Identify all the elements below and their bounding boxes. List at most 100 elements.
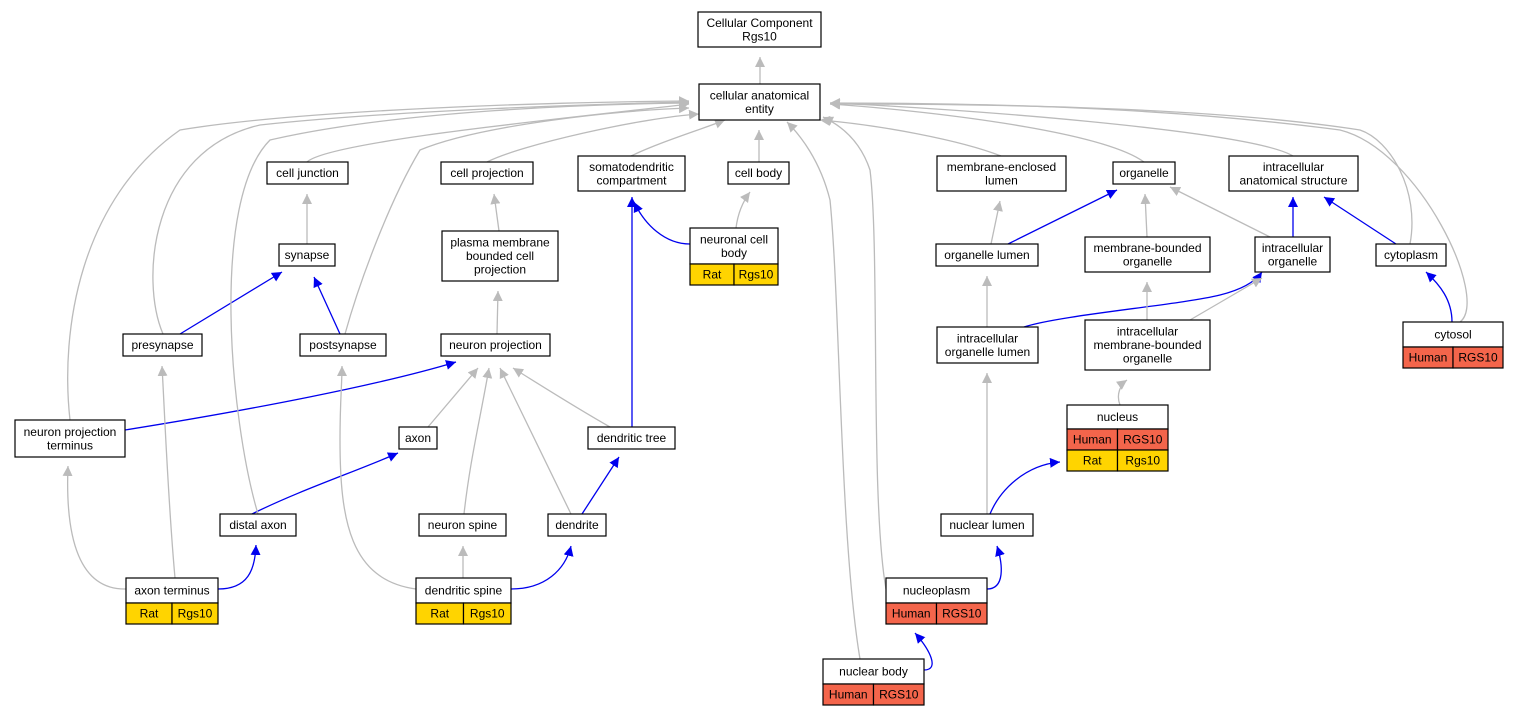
gene-cell bbox=[1116, 449, 1169, 472]
node-label: Cellular Component bbox=[706, 16, 813, 30]
edge-postsynapse-to-synapse bbox=[313, 276, 341, 335]
node-box bbox=[822, 658, 925, 685]
node-label: presynapse bbox=[131, 338, 193, 352]
gene-cell bbox=[935, 602, 988, 625]
node-box bbox=[415, 577, 512, 604]
node-box bbox=[698, 83, 821, 121]
node-label: bounded cell bbox=[466, 249, 534, 263]
node-box bbox=[1112, 161, 1176, 185]
species-label: Human bbox=[1073, 433, 1112, 447]
species-label: Rat bbox=[1083, 454, 1102, 468]
node-organelle-lumen[interactable]: organelle lumen bbox=[935, 243, 1039, 267]
node-box bbox=[440, 161, 534, 185]
edge-distal-axon-to-cae bbox=[230, 98, 690, 515]
edge-dendrite-to-neuron-projection bbox=[499, 367, 572, 515]
node-box bbox=[935, 243, 1039, 267]
node-axon[interactable]: axon bbox=[398, 426, 438, 450]
node-label: cell junction bbox=[276, 166, 339, 180]
node-label: dendritic spine bbox=[425, 584, 503, 598]
node-organelle[interactable]: organelle bbox=[1112, 161, 1176, 185]
edge-neuron-projection-terminus-to-cae bbox=[67, 96, 690, 421]
node-box bbox=[418, 513, 507, 537]
edge-organelle-lumen-to-organelle bbox=[1007, 189, 1118, 245]
edge-cytosol-to-cytoplasm bbox=[1425, 271, 1453, 323]
node-postsynapse[interactable]: postsynapse bbox=[299, 333, 387, 357]
gene-cell bbox=[1452, 346, 1504, 369]
gene-label: RGS10 bbox=[1123, 433, 1163, 447]
node-label: organelle bbox=[1123, 352, 1173, 366]
node-label: axon bbox=[405, 431, 431, 445]
edge-axon-to-neuron-projection bbox=[427, 367, 479, 428]
node-label: anatomical structure bbox=[1239, 173, 1347, 187]
node-nuclear-lumen[interactable]: nuclear lumen bbox=[940, 513, 1034, 537]
node-synapse[interactable]: synapse bbox=[278, 243, 336, 267]
edge-membrane-bounded-organelle-to-organelle bbox=[1140, 193, 1151, 238]
gene-label: RGS10 bbox=[879, 688, 919, 702]
node-label: distal axon bbox=[229, 518, 286, 532]
node-label: nuclear lumen bbox=[949, 518, 1024, 532]
node-label: neuron projection bbox=[449, 338, 542, 352]
node-box bbox=[1066, 404, 1169, 430]
node-label: intracellular bbox=[1117, 325, 1178, 339]
edge-cytoplasm-to-cae bbox=[829, 99, 1413, 245]
node-cytoplasm[interactable]: cytoplasm bbox=[1375, 243, 1447, 267]
node-box bbox=[1402, 321, 1504, 348]
node-label: cell body bbox=[735, 166, 782, 180]
node-box bbox=[219, 513, 297, 537]
node-label: neuronal cell bbox=[700, 232, 768, 246]
node-cell-body[interactable]: cell body bbox=[727, 161, 790, 185]
node-distal-axon[interactable]: distal axon bbox=[219, 513, 297, 537]
edge-somatodendritic-to-cae bbox=[630, 119, 726, 157]
node-box bbox=[697, 11, 822, 48]
node-cell-projection[interactable]: cell projection bbox=[440, 161, 534, 185]
node-label: somatodendritic bbox=[589, 160, 674, 174]
edge-intracellular-mb-organelle-to-intracellular-organelle bbox=[1189, 277, 1263, 321]
node-label: cytoplasm bbox=[1384, 248, 1438, 262]
node-label: Rgs10 bbox=[742, 29, 777, 43]
gene-label: RGS10 bbox=[1458, 351, 1498, 365]
node-dendritic-tree[interactable]: dendritic tree bbox=[587, 426, 676, 450]
node-neuron-projection[interactable]: neuron projection bbox=[440, 333, 551, 357]
node-dendrite[interactable]: dendrite bbox=[547, 513, 607, 537]
node-label: membrane-enclosed bbox=[947, 160, 1056, 174]
gene-label: Rgs10 bbox=[739, 268, 774, 282]
edge-intracellular-organelle-lumen-to-intracellular-organelle bbox=[1023, 271, 1263, 328]
node-box bbox=[1375, 243, 1447, 267]
node-presynapse[interactable]: presynapse bbox=[122, 333, 203, 357]
node-label: postsynapse bbox=[309, 338, 377, 352]
edge-cytosol-to-cae bbox=[829, 98, 1468, 323]
gene-label: Rgs10 bbox=[470, 607, 505, 621]
gene-label: Rgs10 bbox=[1125, 454, 1160, 468]
node-box bbox=[577, 155, 686, 192]
node-box bbox=[14, 419, 126, 458]
node-box bbox=[1084, 319, 1211, 371]
node-label: entity bbox=[745, 102, 774, 116]
node-label: dendritic tree bbox=[597, 431, 667, 445]
node-neuron-spine[interactable]: neuron spine bbox=[418, 513, 507, 537]
node-cell-junction[interactable]: cell junction bbox=[266, 161, 349, 185]
edge-neuronal-cell-body-to-cell-body bbox=[735, 191, 751, 229]
node-label: organelle bbox=[1123, 254, 1173, 268]
node-label: neuron projection bbox=[24, 425, 117, 439]
node-label: nucleoplasm bbox=[903, 584, 970, 598]
node-label: organelle bbox=[1268, 254, 1318, 268]
